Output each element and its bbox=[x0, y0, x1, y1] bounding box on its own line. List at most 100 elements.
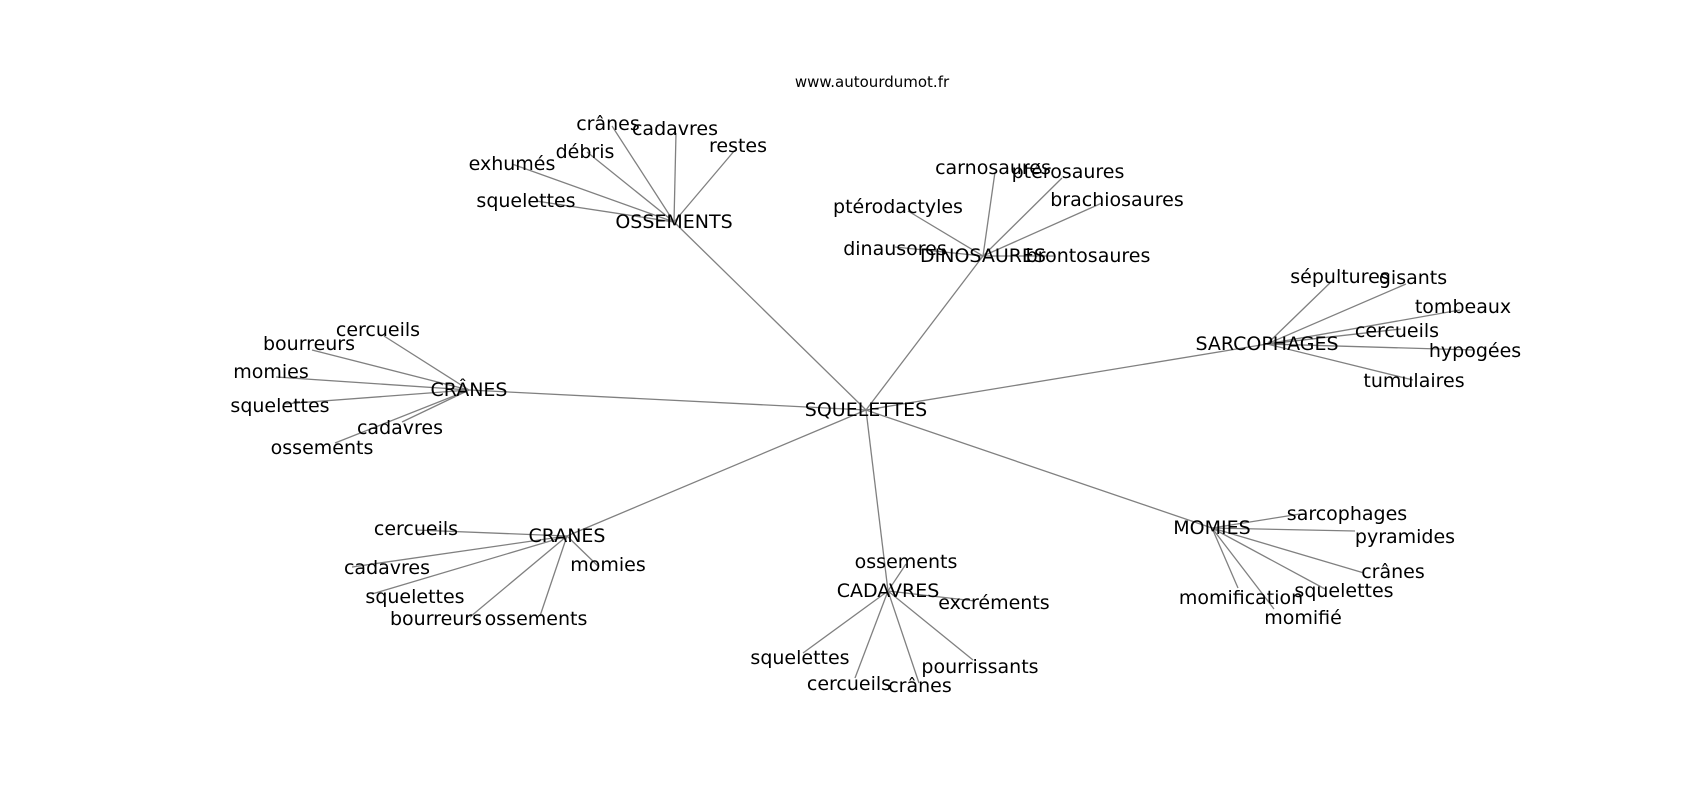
edge-ossements-leaf bbox=[586, 151, 675, 223]
edge-cranes-accent-leaf bbox=[383, 335, 470, 391]
leaf-node: sarcophages bbox=[1287, 503, 1407, 525]
hub-node-cadavres: CADAVRES bbox=[837, 580, 940, 602]
hub-node-dinosaures: DINOSAURES bbox=[920, 245, 1046, 267]
leaf-node: crânes bbox=[888, 675, 952, 697]
edge-momies-leaf bbox=[1211, 513, 1301, 529]
edge-momies-leaf bbox=[1211, 527, 1326, 590]
leaf-node: bourreurs bbox=[390, 608, 482, 630]
edge-dinosaures-leaf bbox=[982, 171, 996, 257]
hub-node-sarcophages: SARCOPHAGES bbox=[1195, 333, 1338, 355]
leaf-node: brachiosaures bbox=[1050, 189, 1183, 211]
graph-edges bbox=[275, 125, 1475, 684]
edge-momies-leaf bbox=[1211, 527, 1275, 610]
graph-labels: www.autourdumot.fr crânescadavresrestesd… bbox=[230, 73, 1521, 697]
leaf-node: squelettes bbox=[476, 190, 575, 212]
hub-node-cranes: CRANES bbox=[529, 525, 606, 547]
edge-cadavres-leaf bbox=[887, 590, 920, 684]
leaf-node: brontosaures bbox=[1026, 245, 1151, 267]
edge-momies-leaf bbox=[1211, 527, 1239, 589]
edge-cranes-accent-leaf bbox=[401, 389, 470, 423]
edge-momies-leaf bbox=[1211, 527, 1365, 574]
edge-cadavres-leaf bbox=[802, 590, 889, 654]
leaf-node: tombeaux bbox=[1415, 296, 1511, 318]
leaf-node: cercueils bbox=[336, 319, 420, 341]
edge-center-momies bbox=[865, 409, 1213, 529]
edge-sarcophages-leaf bbox=[1266, 343, 1414, 381]
edge-cranes-leaf bbox=[539, 535, 568, 617]
leaf-node: tumulaires bbox=[1363, 370, 1464, 392]
edge-cranes-accent-leaf bbox=[282, 389, 470, 405]
edge-cranes-accent-leaf bbox=[334, 389, 470, 444]
edge-cranes-leaf bbox=[415, 529, 568, 537]
leaf-node: cercueils bbox=[807, 673, 891, 695]
center-node: SQUELETTES bbox=[805, 399, 927, 421]
edge-dinosaures-leaf bbox=[982, 202, 1103, 257]
leaf-node: hypogées bbox=[1429, 340, 1521, 362]
edge-sarcophages-leaf bbox=[1266, 280, 1333, 345]
leaf-node: squelettes bbox=[750, 647, 849, 669]
edge-sarcophages-leaf bbox=[1266, 343, 1475, 351]
edge-ossements-leaf bbox=[673, 149, 736, 223]
edge-cranes-leaf bbox=[469, 535, 568, 618]
leaf-node: cadavres bbox=[357, 417, 443, 439]
hub-node-momies: MOMIES bbox=[1173, 517, 1250, 539]
leaf-node: momies bbox=[233, 361, 309, 383]
leaf-node: ossements bbox=[271, 437, 374, 459]
edge-center-ossements bbox=[673, 221, 867, 411]
leaf-node: momies bbox=[570, 554, 646, 576]
edge-center-cranes-accent bbox=[468, 389, 867, 411]
edge-cranes-accent-leaf bbox=[311, 349, 470, 391]
leaf-node: squelettes bbox=[1294, 580, 1393, 602]
leaf-node: débris bbox=[556, 141, 615, 163]
leaf-node: ptérodactyles bbox=[833, 196, 963, 218]
edge-sarcophages-leaf bbox=[1266, 328, 1402, 345]
leaf-node: cercueils bbox=[374, 518, 458, 540]
leaf-node: restes bbox=[709, 135, 767, 157]
edge-cranes-accent-leaf bbox=[275, 376, 470, 391]
edge-sarcophages-leaf bbox=[1266, 309, 1461, 345]
leaf-node: cadavres bbox=[344, 557, 430, 579]
leaf-node: crânes bbox=[1361, 561, 1425, 583]
leaf-node: ptérosaures bbox=[1012, 161, 1125, 183]
leaf-node: ossements bbox=[485, 608, 588, 630]
edge-ossements-leaf bbox=[611, 125, 675, 223]
leaf-node: crânes bbox=[576, 113, 640, 135]
leaf-node: bourreurs bbox=[263, 333, 355, 355]
leaf-node: squelettes bbox=[230, 395, 329, 417]
leaf-node: cercueils bbox=[1355, 320, 1439, 342]
leaf-node: dinausores bbox=[843, 238, 947, 260]
hub-node-ossements: OSSEMENTS bbox=[615, 211, 732, 233]
edge-center-dinosaures bbox=[865, 255, 984, 411]
edge-ossements-leaf bbox=[535, 200, 675, 223]
edge-center-cadavres bbox=[865, 409, 889, 592]
leaf-node: pourrissants bbox=[921, 656, 1038, 678]
edge-dinosaures-leaf bbox=[907, 210, 984, 257]
edge-cadavres-leaf bbox=[887, 590, 974, 661]
edge-cadavres-leaf bbox=[854, 590, 889, 679]
leaf-node: squelettes bbox=[365, 586, 464, 608]
leaf-node: cadavres bbox=[632, 118, 718, 140]
leaf-node: momification bbox=[1179, 587, 1303, 609]
leaf-node: momifié bbox=[1264, 607, 1342, 629]
leaf-node: sépultures bbox=[1290, 266, 1389, 288]
edge-dinosaures-leaf bbox=[894, 246, 984, 257]
leaf-node: carnosaures bbox=[935, 157, 1051, 179]
edge-dinosaures-leaf bbox=[982, 177, 1063, 257]
leaf-node: excréments bbox=[938, 592, 1049, 614]
edge-cranes-leaf bbox=[371, 535, 568, 595]
edge-ossements-leaf bbox=[511, 163, 675, 223]
edge-sarcophages-leaf bbox=[1266, 283, 1407, 345]
leaf-node: ossements bbox=[855, 551, 958, 573]
edge-center-sarcophages bbox=[865, 343, 1268, 411]
hub-node-cranes-accent: CRÂNES bbox=[431, 378, 508, 401]
site-url: www.autourdumot.fr bbox=[795, 73, 950, 91]
edge-momies-leaf bbox=[1211, 527, 1356, 532]
leaf-node: gisants bbox=[1379, 267, 1447, 289]
leaf-node: exhumés bbox=[469, 153, 556, 175]
edge-center-cranes bbox=[566, 409, 867, 537]
edge-cranes-leaf bbox=[566, 535, 600, 568]
edge-cadavres-leaf bbox=[887, 590, 976, 602]
edge-ossements-leaf bbox=[673, 132, 677, 223]
edge-cranes-leaf bbox=[351, 535, 568, 568]
